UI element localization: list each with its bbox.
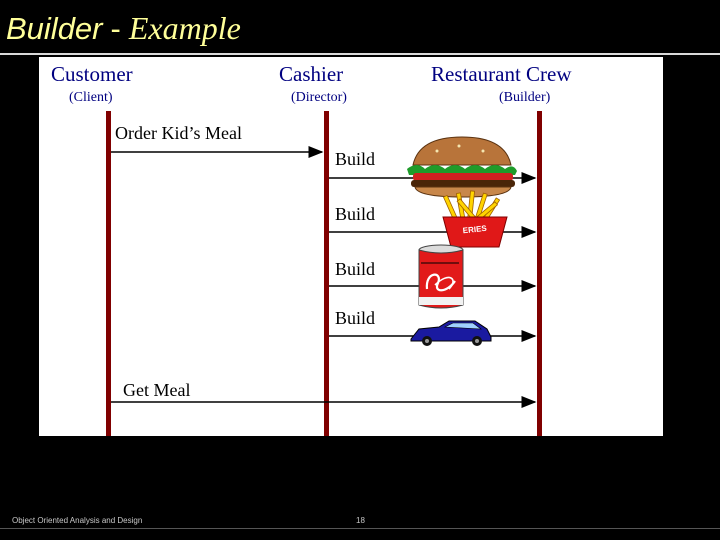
lane-cashier-role: (Director) <box>291 90 347 105</box>
diagram-canvas: Customer (Client) Cashier (Director) Res… <box>51 62 572 436</box>
lifeline-customer <box>106 111 111 436</box>
title-separator: - <box>110 11 121 46</box>
title-builder: Builder <box>6 11 103 46</box>
lifeline-cashier <box>324 111 329 436</box>
title-example: Example <box>128 10 241 46</box>
slide-title: Builder-Example <box>6 8 241 49</box>
message-build-1-label: Build <box>335 149 375 169</box>
sequence-diagram: Customer (Client) Cashier (Director) Res… <box>39 57 663 436</box>
fries-label: ERIES <box>462 224 487 236</box>
title-rule <box>0 53 720 55</box>
lane-cashier-name: Cashier <box>279 62 343 86</box>
lifeline-crew <box>537 111 542 436</box>
lane-crew-role: (Builder) <box>499 90 551 105</box>
message-order-label: Order Kid’s Meal <box>115 123 242 143</box>
lane-crew-name: Restaurant Crew <box>431 62 572 86</box>
message-build-4-label: Build <box>335 308 375 328</box>
message-build-2-label: Build <box>335 204 375 224</box>
message-getmeal-label: Get Meal <box>123 380 190 400</box>
lane-customer-name: Customer <box>51 62 133 86</box>
hamburger-icon <box>407 136 517 198</box>
fries-icon: ERIES <box>442 190 508 248</box>
cola-can-icon <box>418 244 464 309</box>
footer-page-number: 18 <box>356 516 365 525</box>
toy-car-icon <box>410 320 492 346</box>
lane-customer-role: (Client) <box>69 90 113 105</box>
footer-rule <box>0 528 720 529</box>
message-build-3-label: Build <box>335 259 375 279</box>
footer-course: Object Oriented Analysis and Design <box>12 516 143 525</box>
